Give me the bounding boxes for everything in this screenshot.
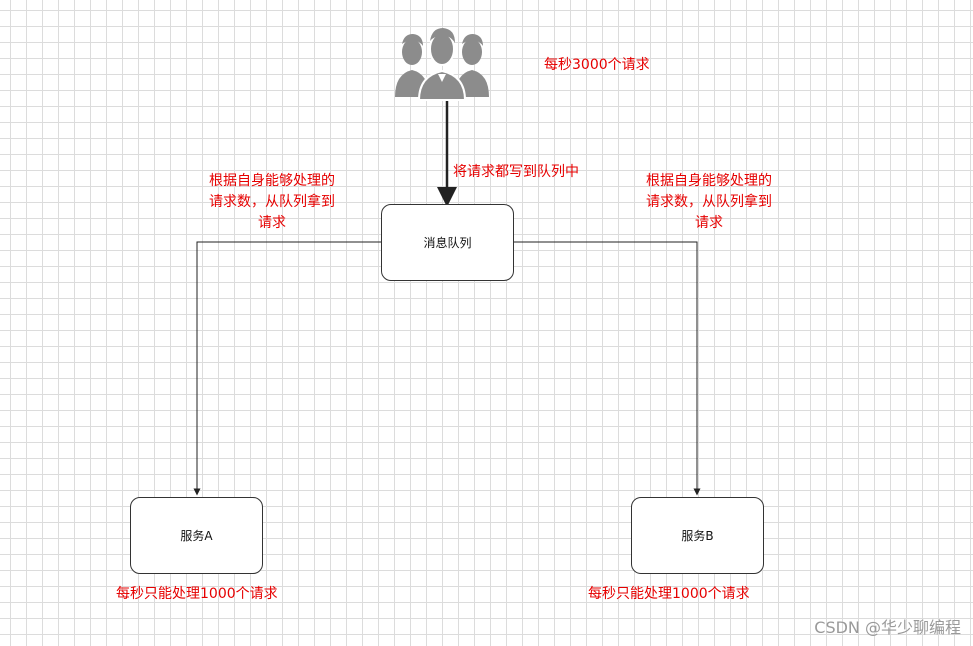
queue-to-service-a-connector bbox=[193, 241, 381, 496]
service-b-box[interactable]: 服务B bbox=[631, 497, 764, 574]
users-group-icon bbox=[395, 28, 489, 101]
csdn-watermark: CSDN @华少聊编程 bbox=[814, 618, 961, 637]
service-a-box[interactable]: 服务A bbox=[130, 497, 263, 574]
service-a-capacity-label: 每秒只能处理1000个请求 bbox=[116, 586, 278, 602]
queue-to-service-b-connector bbox=[513, 241, 701, 496]
service-b-label: 服务B bbox=[681, 529, 714, 543]
left-pull-note: 根据自身能够处理的 请求数，从队列拿到 请求 bbox=[197, 171, 347, 234]
service-a-label: 服务A bbox=[180, 529, 213, 543]
right-pull-note-line-2: 请求数，从队列拿到 bbox=[646, 194, 772, 210]
left-pull-note-line-1: 根据自身能够处理的 bbox=[209, 173, 335, 189]
message-queue-box[interactable]: 消息队列 bbox=[381, 204, 514, 281]
left-pull-note-line-2: 请求数，从队列拿到 bbox=[209, 194, 335, 210]
request-rate-label: 每秒3000个请求 bbox=[544, 57, 650, 73]
service-b-capacity-label: 每秒只能处理1000个请求 bbox=[588, 586, 750, 602]
right-pull-note-line-3: 请求 bbox=[695, 215, 723, 231]
right-pull-note: 根据自身能够处理的 请求数，从队列拿到 请求 bbox=[634, 171, 784, 234]
left-pull-note-line-3: 请求 bbox=[258, 215, 286, 231]
message-queue-label: 消息队列 bbox=[423, 236, 472, 250]
right-pull-note-line-1: 根据自身能够处理的 bbox=[646, 173, 772, 189]
write-to-queue-label: 将请求都写到队列中 bbox=[453, 164, 579, 180]
